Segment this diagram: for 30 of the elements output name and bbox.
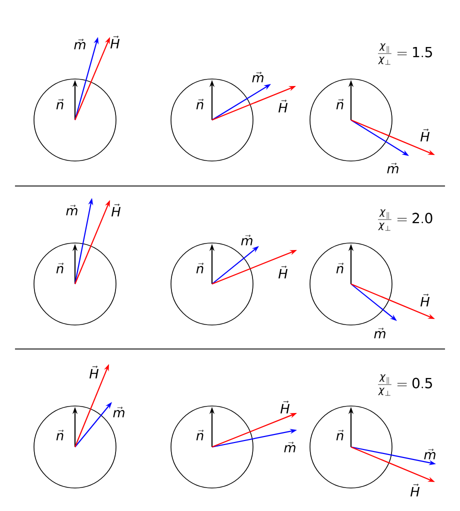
vector-label: $\vec{H}$	[89, 366, 99, 378]
vector-label: $\vec{n}$	[56, 430, 64, 440]
vector-label: $\vec{n}$	[196, 262, 204, 274]
vector-label: $\vec{n}$	[336, 98, 344, 110]
vector-label: $\vec{H}$	[111, 204, 121, 216]
ratio-label: $\frac{\chi_\parallel}{\chi_\perp} = 0.5$	[378, 374, 432, 396]
vector-label: $\vec{n}$	[56, 98, 64, 110]
vector-label: $\vec{H}$	[420, 294, 430, 306]
vector-label: $\vec{n}$	[56, 262, 64, 274]
vector-label: $\vec{n}$	[196, 430, 204, 440]
vector-label: $\vec{m}$	[74, 38, 86, 50]
vector-label: $\vec{m}$	[424, 448, 436, 460]
vector-label: $\vec{m}$	[387, 162, 398, 174]
ratio-label: $\frac{\chi_\parallel}{\chi_\perp} = 1.5$	[378, 43, 432, 65]
vector-label: $\vec{n}$	[196, 98, 204, 110]
vector-label: $\vec{m}$	[284, 442, 296, 452]
vector-label: $\vec{m}$	[241, 234, 252, 246]
vector-label: $\vec{m}$	[252, 72, 264, 82]
vector-label: $\vec{m}$	[113, 406, 124, 418]
vector-label: $\vec{H}$	[110, 36, 120, 48]
vector-label: $\vec{H}$	[280, 400, 290, 414]
vector-label: $\vec{H}$	[420, 128, 430, 142]
vector-label: $\vec{H}$	[410, 484, 420, 496]
vector-label: $\vec{m}$	[66, 204, 78, 216]
vector-label: $\vec{H}$	[278, 266, 288, 278]
vector-label: $\vec{n}$	[336, 262, 344, 274]
ratio-label: $\frac{\chi_\parallel}{\chi_\perp} = 2.0$	[378, 209, 432, 231]
vector-label: $\vec{H}$	[278, 100, 288, 112]
vector-label: $\vec{n}$	[336, 430, 344, 440]
vector-label: $\vec{m}$	[374, 328, 386, 338]
